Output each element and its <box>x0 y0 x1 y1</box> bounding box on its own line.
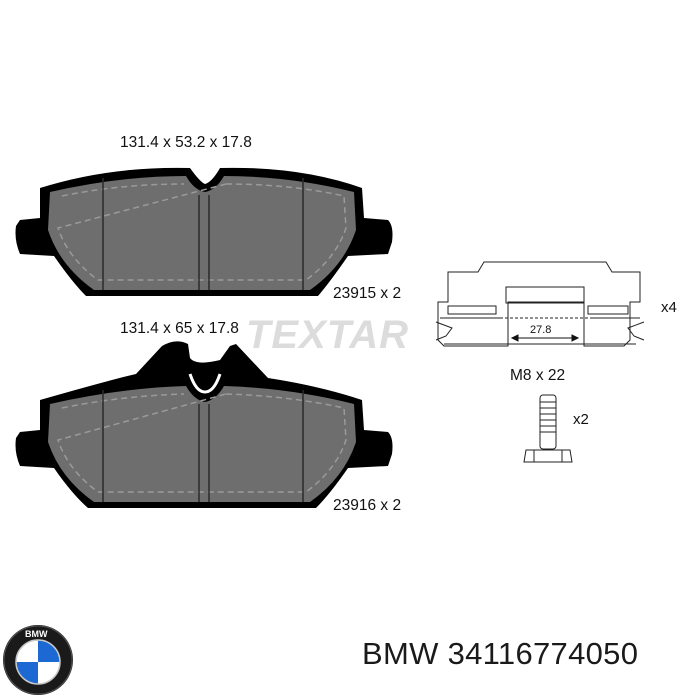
textar-watermark: TEXTAR <box>246 313 409 357</box>
spring-clip <box>435 261 645 347</box>
bolt-size: M8 x 22 <box>510 367 565 384</box>
bottom-pad-wear-outline <box>57 393 347 493</box>
part-number: 34116774050 <box>447 636 639 671</box>
brand-name: BMW <box>362 636 439 671</box>
clip-dimension: 27.8 <box>530 324 551 336</box>
bottom-pad-friction-material <box>48 386 356 502</box>
bmw-logo-lettering: BMW <box>25 629 48 639</box>
bottom-pad-notch <box>188 373 222 394</box>
bottom-brake-pad <box>15 341 393 508</box>
part-reference: BMW 34116774050 <box>362 636 638 672</box>
bolt-quantity: x2 <box>573 411 589 428</box>
top-pad-friction-material <box>48 176 356 290</box>
top-brake-pad <box>15 167 393 296</box>
bmw-logo: BMW <box>3 625 73 695</box>
bolt-illustration <box>523 394 573 463</box>
bottom-pad-dimensions: 131.4 x 65 x 17.8 <box>120 320 239 337</box>
top-pad-wear-outline <box>57 183 347 281</box>
clip-dimension-arrow <box>510 334 580 342</box>
top-pad-part-label: 23915 x 2 <box>333 285 401 302</box>
bottom-pad-part-label: 23916 x 2 <box>333 497 401 514</box>
clip-quantity: x4 <box>661 299 677 316</box>
top-pad-dimensions: 131.4 x 53.2 x 17.8 <box>120 134 252 151</box>
